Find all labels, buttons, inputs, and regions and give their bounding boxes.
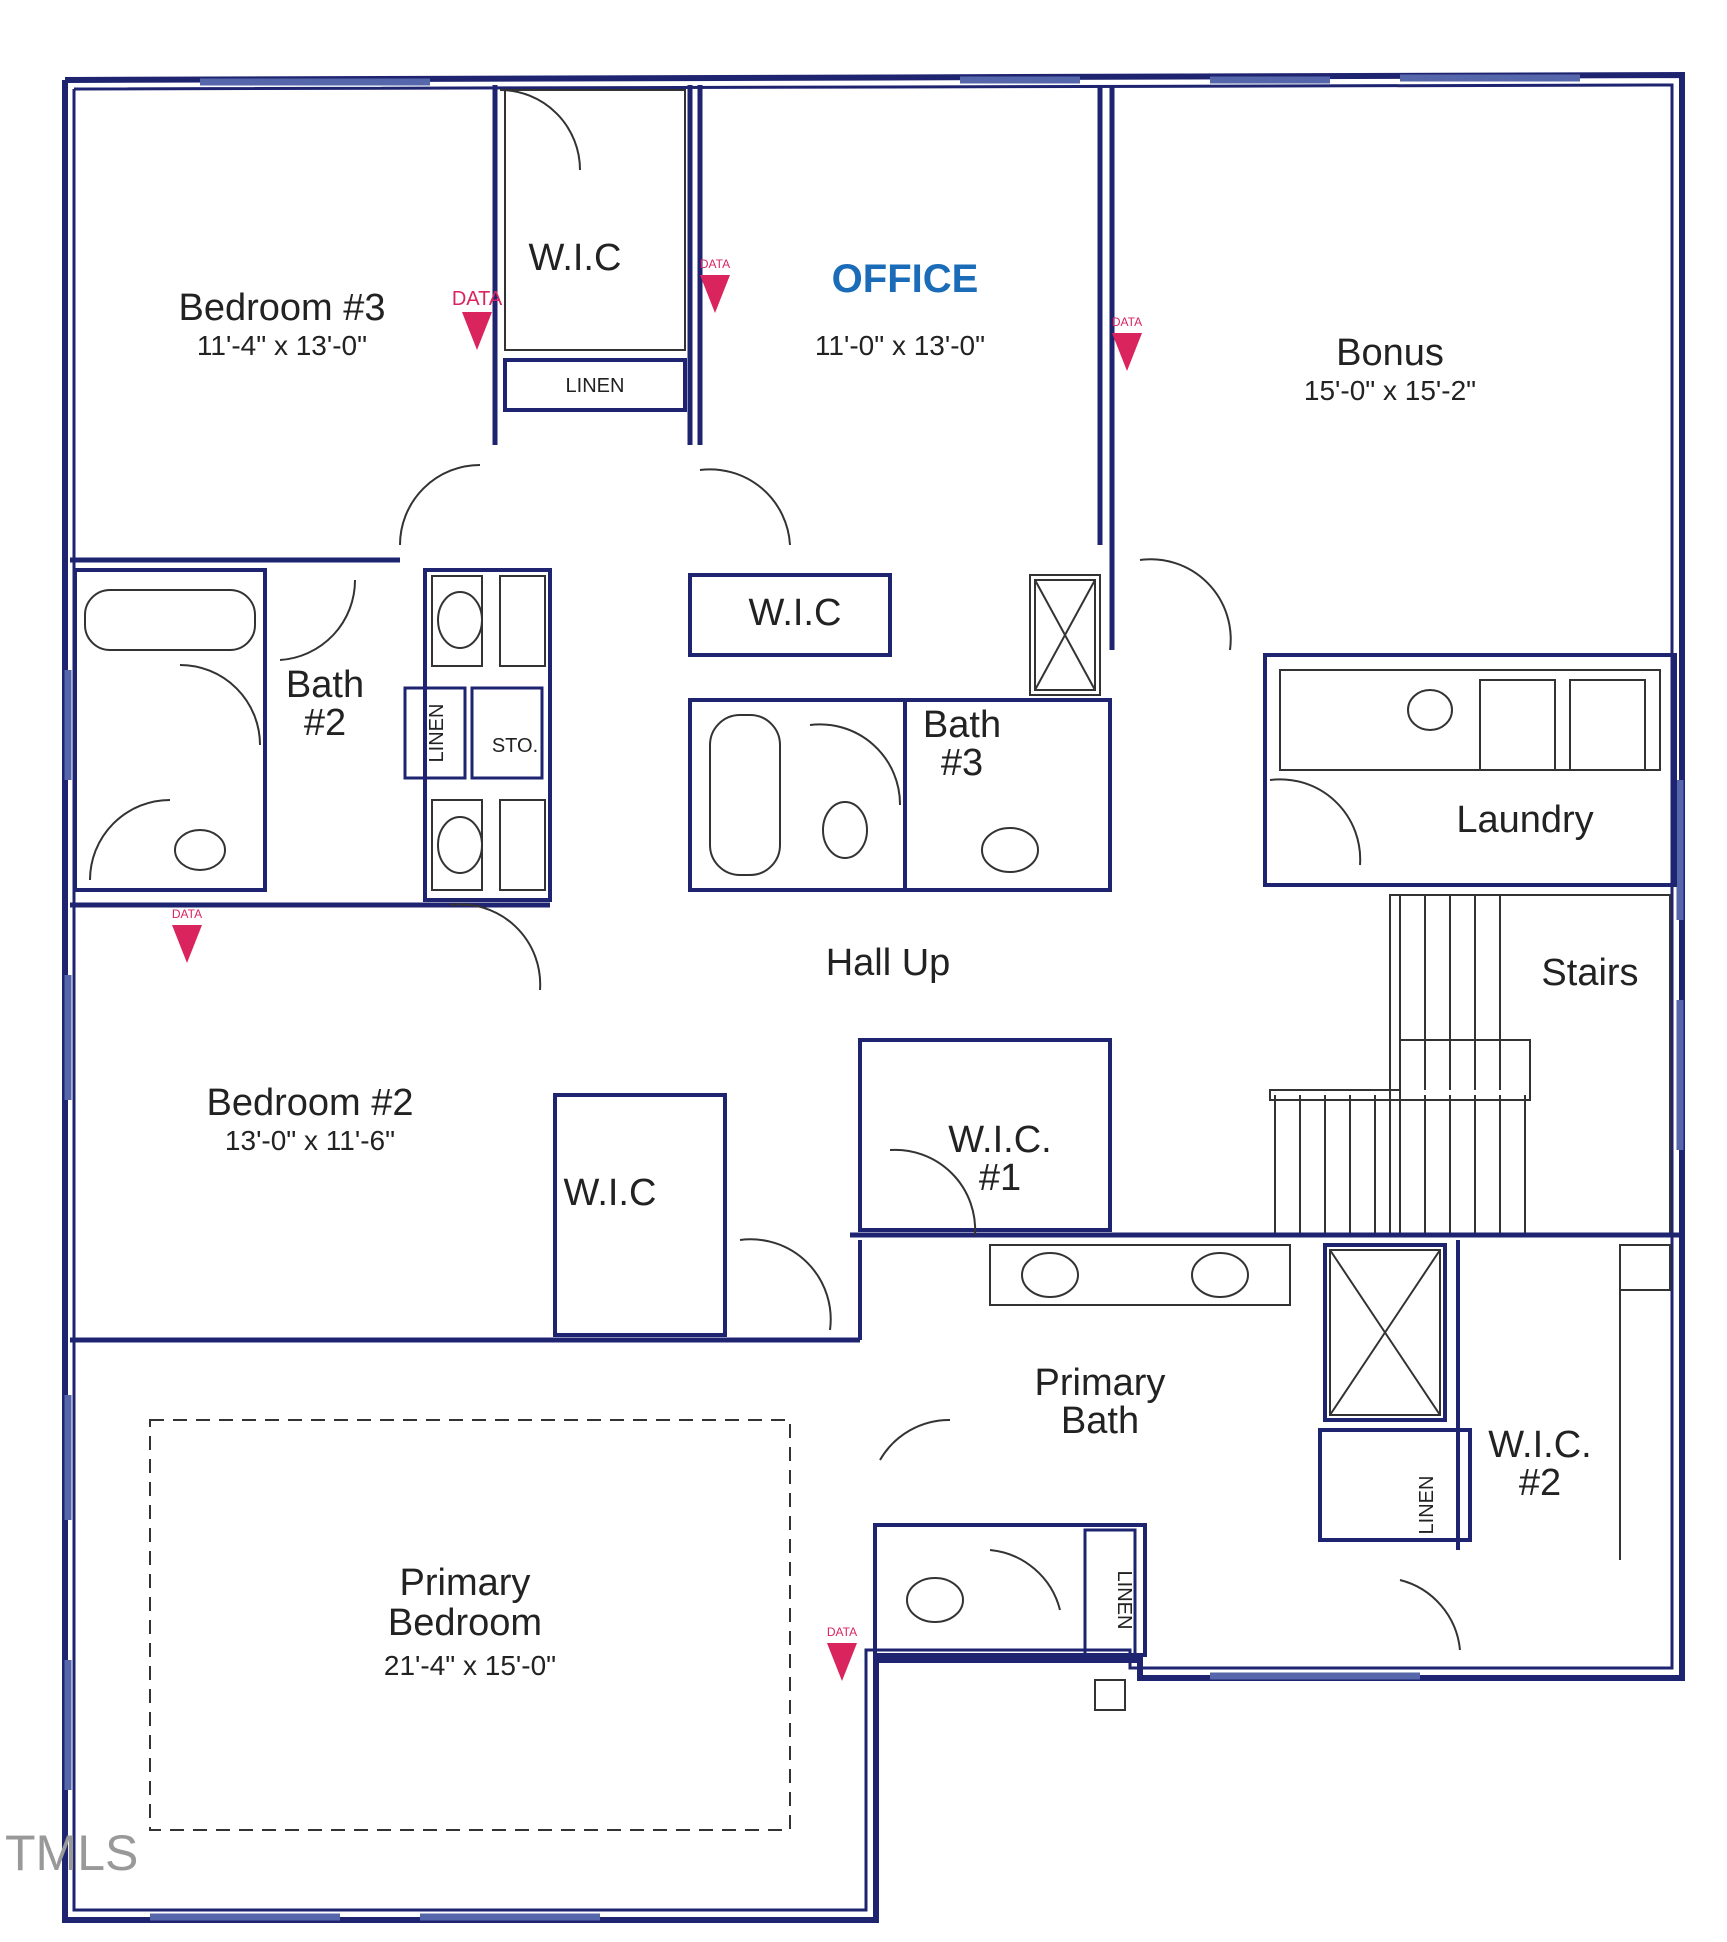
bonus-name: Bonus (1336, 332, 1444, 374)
bath2-line1: Bath (286, 664, 364, 706)
toilet-icon (822, 801, 868, 859)
dryer-icon (1569, 679, 1646, 771)
svg-text:DATA: DATA (1112, 315, 1142, 329)
bedroom2-dims: 13'-0" x 11'-6" (225, 1125, 395, 1156)
linen-wic2-label: LINEN (1416, 1476, 1438, 1535)
sink-icon (437, 591, 483, 649)
wic2-line1: W.I.C. (1488, 1424, 1591, 1466)
shower-icon (1329, 1249, 1441, 1416)
bathtub-bath3 (709, 714, 781, 876)
interior-walls (70, 85, 1680, 1711)
sink-icon (981, 827, 1039, 873)
bedroom3-dims: 11'-4" x 13'-0" (197, 330, 367, 361)
bedroom3-name: Bedroom #3 (178, 287, 385, 329)
shower-icon (1034, 579, 1096, 691)
linen-bath2-label: LINEN (426, 704, 448, 763)
door-swings (89, 89, 1461, 1651)
primary-bath-line1: Primary (1035, 1362, 1166, 1404)
toilet-icon (906, 1577, 964, 1623)
fixtures (84, 579, 1646, 1623)
bed-outline (149, 1419, 791, 1831)
wic1-line2: #1 (979, 1157, 1021, 1199)
sto-label: STO. (492, 735, 538, 757)
linen-top-label: LINEN (566, 375, 625, 397)
primary-bedroom-line1: Primary (400, 1562, 531, 1604)
sink-icon (1021, 1252, 1079, 1298)
sink-icon (1407, 689, 1453, 731)
watermark: TMLS (5, 1825, 138, 1881)
bonus-dims: 15'-0" x 15'-2" (1304, 375, 1476, 406)
sink-icon (1191, 1252, 1249, 1298)
wic-bed3-label: W.I.C (529, 237, 622, 279)
wic1-line1: W.I.C. (948, 1119, 1051, 1161)
sink-icon (437, 816, 483, 874)
stairs-label: Stairs (1541, 952, 1638, 994)
bathtub-bath2 (84, 589, 256, 651)
windows (64, 74, 1684, 1921)
hall-label: Hall Up (826, 942, 951, 984)
washer-icon (1479, 679, 1556, 771)
bath3-line1: Bath (923, 704, 1001, 746)
stair-treads (1269, 894, 1671, 1236)
wic2-line2: #2 (1519, 1462, 1561, 1504)
data-outlet-icon: DATA (172, 907, 202, 963)
bath3-line2: #3 (941, 742, 983, 784)
office-name: OFFICE (832, 257, 979, 301)
linen-primary-label: LINEN (1113, 1571, 1135, 1630)
primary-bedroom-line2: Bedroom (388, 1602, 542, 1644)
wic-bed2-label: W.I.C (564, 1172, 657, 1214)
primary-bath-line2: Bath (1061, 1400, 1139, 1442)
laundry-label: Laundry (1456, 799, 1593, 841)
svg-text:DATA: DATA (827, 1625, 857, 1639)
wic-office-label: W.I.C (749, 592, 842, 634)
primary-bedroom-dims: 21'-4" x 15'-0" (384, 1650, 556, 1681)
data-outlet-icon: DATA (827, 1625, 857, 1681)
svg-text:DATA: DATA (452, 288, 503, 310)
toilet-icon (174, 829, 226, 871)
data-outlet-icon: DATA (452, 288, 503, 350)
data-outlet-icon: DATA (1112, 315, 1142, 371)
svg-text:DATA: DATA (700, 257, 730, 271)
svg-text:DATA: DATA (172, 907, 202, 921)
bath2-line2: #2 (304, 702, 346, 744)
room-labels: Bedroom #3 11'-4" x 13'-0" OFFICE 11'-0"… (178, 237, 1638, 1681)
data-markers: DATA DATA DATA DATA DATA (172, 257, 1142, 1681)
office-dims: 11'-0" x 13'-0" (815, 330, 985, 361)
data-outlet-icon: DATA (700, 257, 730, 313)
bedroom2-name: Bedroom #2 (206, 1082, 413, 1124)
